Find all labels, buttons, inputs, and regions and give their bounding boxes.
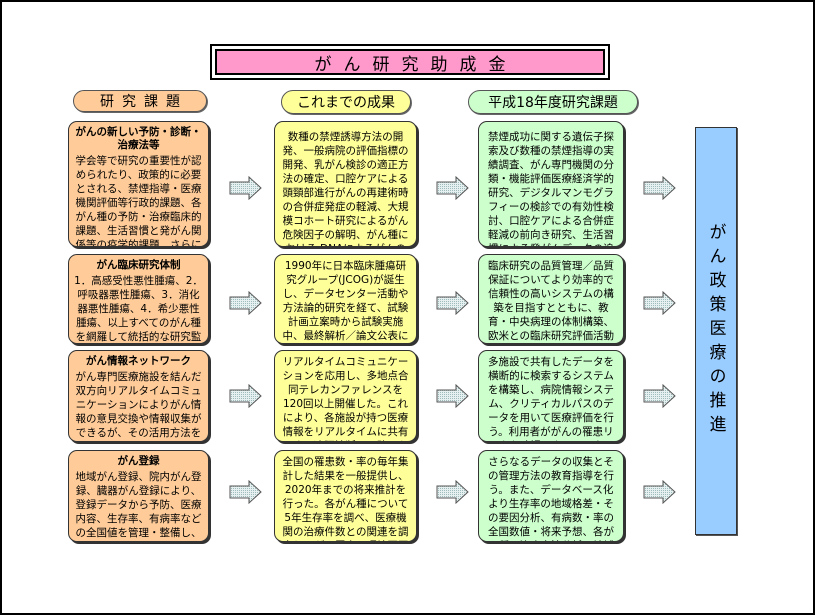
policy-box: がん政策医療の推進: [695, 127, 737, 535]
result-box: 1990年に日本臨床腫瘍研究グループ(JCOG)が誕生し、データセンター活動や方…: [274, 254, 417, 344]
column-header-research-topics: 研究課題: [73, 90, 207, 112]
right-block-arrow-icon: [229, 384, 262, 408]
h18-topic-box: 臨床研究の品質管理／品質保証についてより効率的で信頼性の高いシステムの構築を目指…: [478, 254, 624, 344]
h18-topic-box: 禁煙成功に関する遺伝子探索及び数種の禁煙指導の実績調査、がん専門機関の分類・機能…: [478, 121, 624, 247]
result-box: 数種の禁煙誘導方法の開発、一般病院の評価指標の開発、乳がん検診の適正方法の確定、…: [274, 121, 417, 247]
right-block-arrow-icon: [229, 480, 262, 504]
right-block-arrow-icon: [643, 384, 676, 408]
topic-heading: がんの新しい予防・診断・治療法等: [75, 126, 202, 151]
right-block-arrow-icon: [436, 291, 469, 315]
topic-description: がん専門医療施設を結んだ双方向リアルタイムコミュニケーションによりがん情報の意見…: [75, 371, 202, 439]
right-block-arrow-icon: [436, 384, 469, 408]
result-box: 全国の罹患数・率の毎年集計した結果を一般提供し、2020年までの将来推計を行った…: [274, 450, 417, 542]
right-block-arrow-icon: [643, 291, 676, 315]
column-header-h18-topics: 平成18年度研究課題: [468, 90, 638, 114]
h18-topic-box: さらなるデータの収集とその管理方法の教育指導を行う。また、データベース化より生存…: [478, 450, 624, 542]
topic-heading: がん臨床研究体制: [96, 259, 181, 271]
topic-box: がん情報ネットワーク がん専門医療施設を結んだ双方向リアルタイムコミュニケーショ…: [68, 350, 209, 442]
page-title: がん研究助成金: [215, 49, 605, 75]
column-header-past-results: これまでの成果: [281, 90, 411, 114]
topic-heading: がん登録: [117, 455, 160, 467]
title-box: がん研究助成金: [210, 44, 610, 80]
right-block-arrow-icon: [229, 176, 262, 200]
topic-description: 学会等で研究の重要性が認められたり、政策的に必要とされる、禁煙指導・医療機関評価…: [75, 155, 202, 247]
right-block-arrow-icon: [436, 480, 469, 504]
h18-topic-box: 多施設で共有したデータを横断的に検索するシステムを構築し、病院情報システム、クリ…: [478, 350, 624, 442]
topic-description: 地域がん登録、院内がん登録、臓器がん登録により、登録データから予防、医療内容、生…: [75, 471, 202, 539]
topic-box: がんの新しい予防・診断・治療法等 学会等で研究の重要性が認められたり、政策的に必…: [68, 121, 209, 247]
right-block-arrow-icon: [229, 291, 262, 315]
topic-box: がん臨床研究体制 1．高感受性悪性腫瘍、2．呼吸器悪性腫瘍、3．消化器悪性腫瘍、…: [68, 254, 209, 344]
topic-heading: がん情報ネットワーク: [86, 355, 191, 367]
result-box: リアルタイムコミュニケーションを応用し、多地点合同テレカンファレンスを120回以…: [274, 350, 417, 442]
right-block-arrow-icon: [436, 176, 469, 200]
policy-label: がん政策医療の推進: [705, 223, 726, 439]
topic-box: がん登録 地域がん登録、院内がん登録、臓器がん登録により、登録データから予防、医…: [68, 450, 209, 542]
topic-description: 1．高感受性悪性腫瘍、2．呼吸器悪性腫瘍、3．消化器悪性腫瘍、4．希少悪性腫瘍、…: [74, 275, 203, 343]
right-block-arrow-icon: [643, 176, 676, 200]
right-block-arrow-icon: [643, 480, 676, 504]
